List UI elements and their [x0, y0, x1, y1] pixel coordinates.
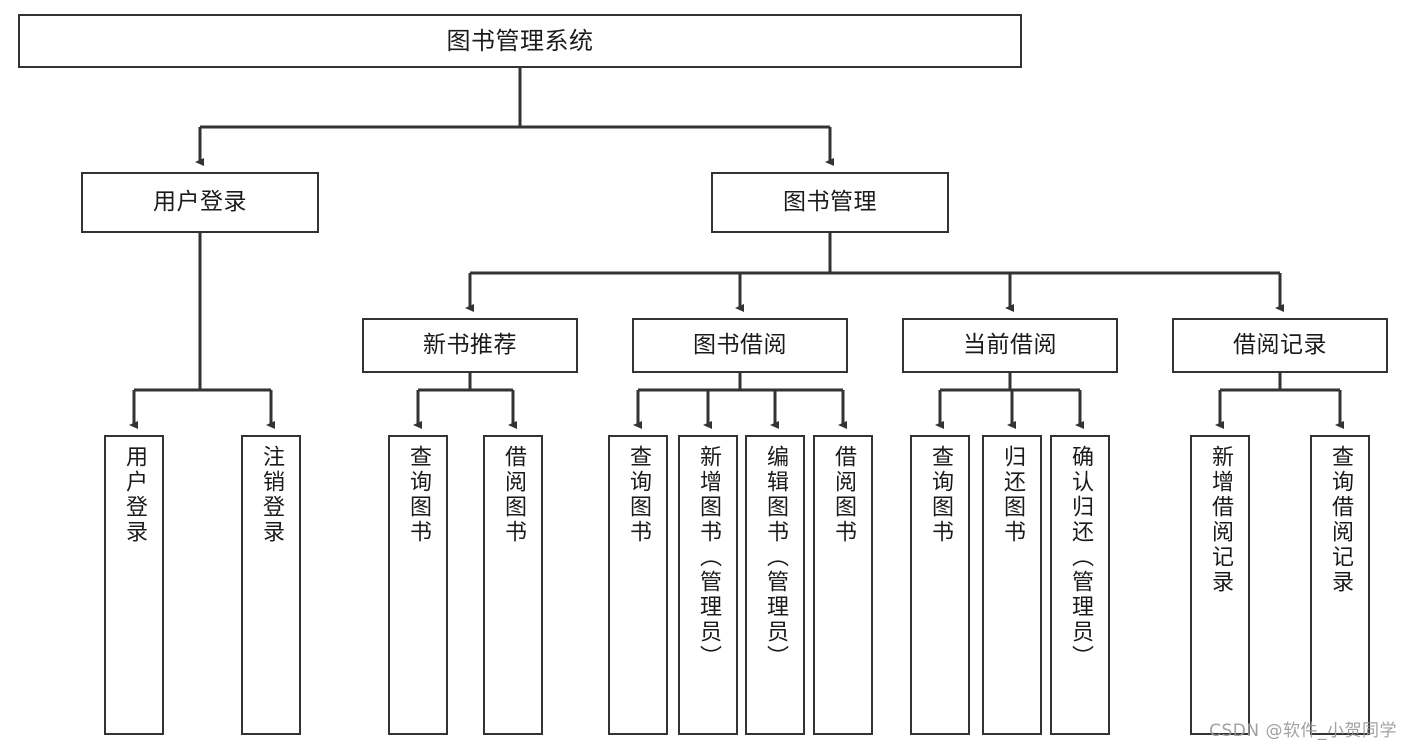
- node-user-login[interactable]: 用户登录: [81, 172, 319, 233]
- node-label: 新增借阅记录: [1208, 445, 1233, 595]
- node-current-borrow[interactable]: 当前借阅: [902, 318, 1118, 373]
- node-label: 查询图书: [928, 445, 953, 545]
- node-leaf-edit-book[interactable]: 编辑图书（管理员）: [745, 435, 805, 735]
- node-label: 用户登录: [122, 445, 147, 545]
- node-label: 借阅记录: [1233, 331, 1327, 358]
- node-leaf-query-record[interactable]: 查询借阅记录: [1310, 435, 1370, 735]
- node-label: 图书管理: [783, 188, 877, 215]
- node-label: 当前借阅: [963, 331, 1057, 358]
- node-label: 图书借阅: [693, 331, 787, 358]
- node-leaf-confirm-ret[interactable]: 确认归还（管理员）: [1050, 435, 1110, 735]
- node-label: 用户登录: [153, 188, 247, 215]
- node-leaf-query-book-1[interactable]: 查询图书: [388, 435, 448, 735]
- node-leaf-borrow-book-2[interactable]: 借阅图书: [813, 435, 873, 735]
- node-label: 新书推荐: [423, 331, 517, 358]
- node-leaf-user-logout[interactable]: 注销登录: [241, 435, 301, 735]
- node-label: 确认归还（管理员）: [1068, 445, 1093, 670]
- node-leaf-query-book-3[interactable]: 查询图书: [910, 435, 970, 735]
- node-label: 新增图书（管理员）: [696, 445, 721, 670]
- node-label: 归还图书: [1000, 445, 1025, 545]
- node-leaf-user-login[interactable]: 用户登录: [104, 435, 164, 735]
- csdn-watermark: CSDN @软件_小贺同学: [1209, 721, 1397, 741]
- node-label: 编辑图书（管理员）: [763, 445, 788, 670]
- node-leaf-add-book[interactable]: 新增图书（管理员）: [678, 435, 738, 735]
- node-label: 查询借阅记录: [1328, 445, 1353, 595]
- node-label: 图书管理系统: [446, 26, 594, 55]
- node-leaf-borrow-book-1[interactable]: 借阅图书: [483, 435, 543, 735]
- node-label: 查询图书: [626, 445, 651, 545]
- node-label: 借阅图书: [831, 445, 856, 545]
- node-new-book-rec[interactable]: 新书推荐: [362, 318, 578, 373]
- node-label: 查询图书: [406, 445, 431, 545]
- node-leaf-add-record[interactable]: 新增借阅记录: [1190, 435, 1250, 735]
- node-book-manage[interactable]: 图书管理: [711, 172, 949, 233]
- node-leaf-query-book-2[interactable]: 查询图书: [608, 435, 668, 735]
- node-leaf-return-book[interactable]: 归还图书: [982, 435, 1042, 735]
- node-book-borrow[interactable]: 图书借阅: [632, 318, 848, 373]
- node-label: 借阅图书: [501, 445, 526, 545]
- node-label: 注销登录: [259, 445, 284, 545]
- node-borrow-record[interactable]: 借阅记录: [1172, 318, 1388, 373]
- node-root[interactable]: 图书管理系统: [18, 14, 1022, 68]
